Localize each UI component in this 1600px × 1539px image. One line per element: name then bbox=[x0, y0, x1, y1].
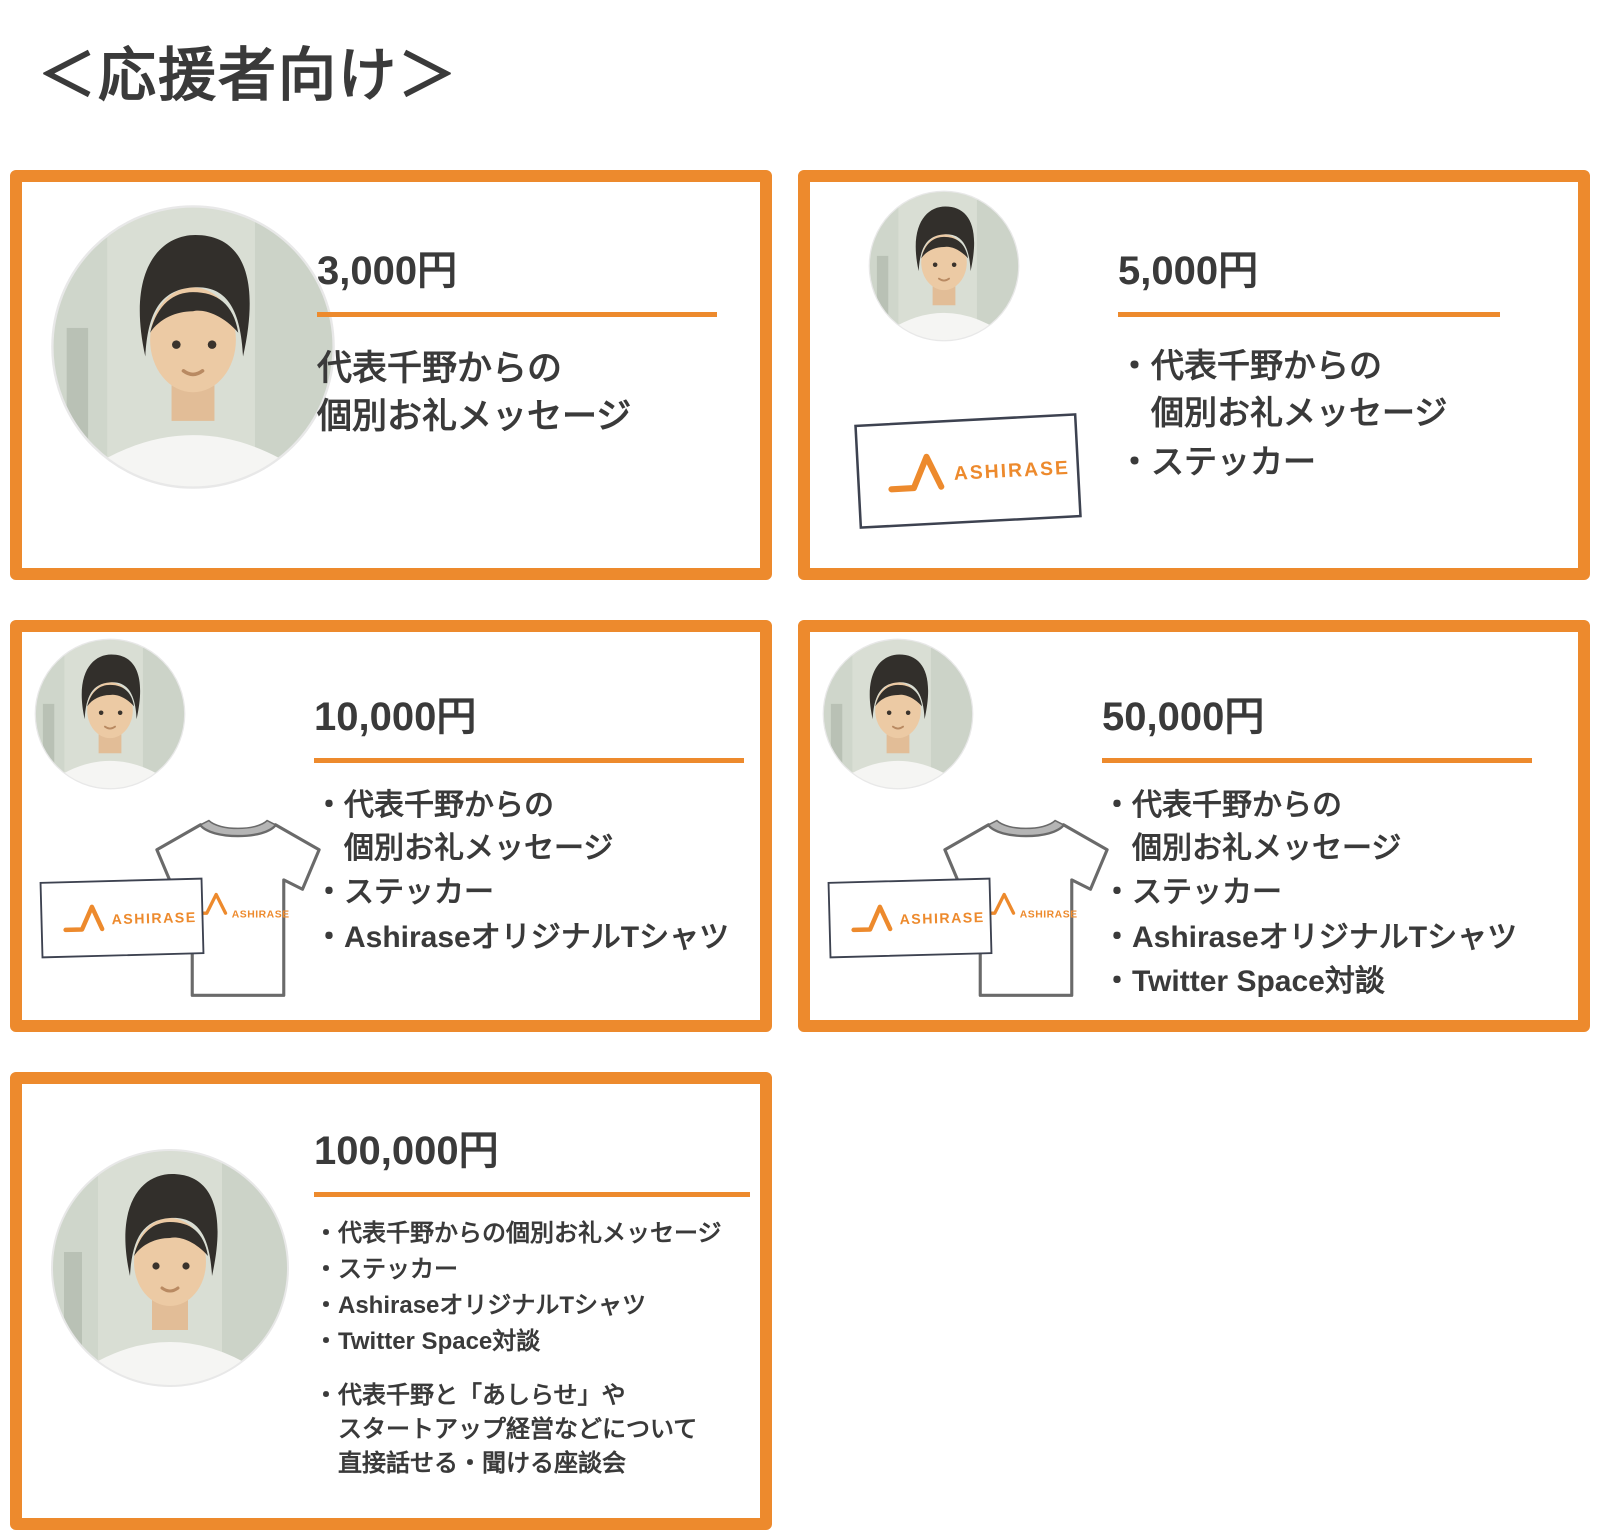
reward-text: 代表千野からの 個別お礼メッセージ bbox=[1132, 789, 1402, 865]
ashirase-sticker bbox=[853, 412, 1082, 530]
bullet-icon: ・ bbox=[1102, 965, 1132, 999]
bullet-icon: ・ bbox=[314, 1328, 338, 1356]
reward-list: 代表千野からの 個別お礼メッセージ bbox=[317, 345, 717, 442]
reward-item: ・代表千野からの 個別お礼メッセージ bbox=[1118, 343, 1500, 437]
reward-text: ステッカー bbox=[1132, 876, 1282, 910]
reward-card-5000: 5,000円 ・代表千野からの 個別お礼メッセージ・ステッカー bbox=[798, 170, 1590, 580]
tier-price: 10,000円 bbox=[314, 695, 477, 739]
bullet-icon: ・ bbox=[1118, 442, 1151, 480]
bullet-icon: ・ bbox=[1102, 876, 1132, 910]
bullet-icon: ・ bbox=[314, 1256, 338, 1284]
reward-card-3000: 3,000円 代表千野からの 個別お礼メッセージ bbox=[10, 170, 772, 580]
reward-card-50000: 50,000円 ・代表千野からの 個別お礼メッセージ・ステッカー・Ashiras… bbox=[798, 620, 1590, 1032]
bullet-icon: ・ bbox=[314, 1382, 338, 1410]
divider bbox=[1102, 758, 1532, 763]
reward-text: ステッカー bbox=[344, 876, 494, 910]
reward-item: ・代表千野と「あしらせ」や スタートアップ経営などについて 直接話せる・聞ける座… bbox=[314, 1379, 750, 1481]
extra-reward-list: ・代表千野と「あしらせ」や スタートアップ経営などについて 直接話せる・聞ける座… bbox=[314, 1379, 750, 1481]
reward-text: ステッカー bbox=[1151, 442, 1316, 480]
ashirase-sticker bbox=[827, 876, 993, 960]
ashirase-sticker bbox=[39, 876, 205, 960]
tier-price: 100,000円 bbox=[314, 1129, 499, 1173]
founder-photo bbox=[822, 638, 974, 790]
reward-item: ・代表千野からの 個別お礼メッセージ bbox=[314, 785, 744, 870]
bullet-icon: ・ bbox=[1102, 789, 1132, 822]
tier-info: 10,000円 ・代表千野からの 個別お礼メッセージ・ステッカー・Ashiras… bbox=[314, 684, 744, 959]
reward-text: 代表千野と「あしらせ」や スタートアップ経営などについて 直接話せる・聞ける座談… bbox=[338, 1382, 698, 1478]
reward-text: AshiraseオリジナルTシャツ bbox=[338, 1292, 647, 1320]
reward-text: 代表千野からの 個別お礼メッセージ bbox=[1151, 347, 1448, 431]
reward-item: ・代表千野からの個別お礼メッセージ bbox=[314, 1217, 750, 1251]
reward-text: Twitter Space対談 bbox=[338, 1328, 541, 1356]
reward-list: ・代表千野からの 個別お礼メッセージ・ステッカー・AshiraseオリジナルTシ… bbox=[1102, 785, 1532, 1004]
reward-item: ・AshiraseオリジナルTシャツ bbox=[314, 917, 744, 960]
tier-price: 50,000円 bbox=[1102, 695, 1265, 739]
reward-item: ・ステッカー bbox=[314, 1253, 750, 1287]
reward-item: ・AshiraseオリジナルTシャツ bbox=[314, 1289, 750, 1323]
tier-info: 5,000円 ・代表千野からの 個別お礼メッセージ・ステッカー bbox=[1118, 238, 1500, 486]
tier-info: 3,000円 代表千野からの 個別お礼メッセージ bbox=[317, 238, 717, 442]
founder-photo bbox=[50, 1148, 290, 1388]
reward-text: ステッカー bbox=[338, 1256, 458, 1284]
reward-list: ・代表千野からの 個別お礼メッセージ・ステッカー・AshiraseオリジナルTシ… bbox=[314, 785, 744, 959]
reward-item: ・ステッカー bbox=[1118, 439, 1500, 486]
founder-photo bbox=[50, 204, 336, 490]
reward-list: ・代表千野からの 個別お礼メッセージ・ステッカー bbox=[1118, 343, 1500, 486]
tier-price: 3,000円 bbox=[317, 249, 458, 293]
reward-card-100000: 100,000円 ・代表千野からの個別お礼メッセージ・ステッカー・Ashiras… bbox=[10, 1072, 772, 1530]
tier-info: 50,000円 ・代表千野からの 個別お礼メッセージ・ステッカー・Ashiras… bbox=[1102, 684, 1532, 1004]
bullet-icon: ・ bbox=[314, 1220, 338, 1247]
divider bbox=[317, 312, 717, 317]
reward-text: AshiraseオリジナルTシャツ bbox=[1132, 920, 1518, 954]
bullet-icon: ・ bbox=[1118, 347, 1151, 384]
bullet-icon: ・ bbox=[314, 789, 344, 822]
bullet-icon: ・ bbox=[314, 1292, 338, 1320]
reward-item: ・ステッカー bbox=[314, 872, 744, 915]
reward-item: ・ステッカー bbox=[1102, 872, 1532, 915]
bullet-icon: ・ bbox=[314, 920, 344, 954]
bullet-icon: ・ bbox=[314, 876, 344, 910]
reward-card-10000: 10,000円 ・代表千野からの 個別お礼メッセージ・ステッカー・Ashiras… bbox=[10, 620, 772, 1032]
reward-text: 代表千野からの 個別お礼メッセージ bbox=[344, 789, 614, 865]
reward-text: 代表千野からの個別お礼メッセージ bbox=[338, 1220, 722, 1247]
reward-list: ・代表千野からの個別お礼メッセージ・ステッカー・AshiraseオリジナルTシャ… bbox=[314, 1217, 750, 1359]
founder-photo bbox=[34, 638, 186, 790]
tier-info: 100,000円 ・代表千野からの個別お礼メッセージ・ステッカー・Ashiras… bbox=[314, 1118, 750, 1482]
divider bbox=[314, 758, 744, 763]
reward-item: ・Twitter Space対談 bbox=[1102, 961, 1532, 1004]
page-title: ＜応援者向け＞ bbox=[38, 43, 459, 108]
tier-price: 5,000円 bbox=[1118, 249, 1259, 293]
reward-item: ・Twitter Space対談 bbox=[314, 1325, 750, 1359]
divider bbox=[314, 1192, 750, 1197]
reward-text: Twitter Space対談 bbox=[1132, 965, 1385, 999]
bullet-icon: ・ bbox=[1102, 920, 1132, 954]
reward-text: AshiraseオリジナルTシャツ bbox=[344, 920, 730, 954]
divider bbox=[1118, 312, 1500, 317]
reward-item: ・AshiraseオリジナルTシャツ bbox=[1102, 917, 1532, 960]
founder-photo bbox=[868, 190, 1020, 342]
reward-item: 代表千野からの 個別お礼メッセージ bbox=[317, 349, 632, 437]
reward-item: ・代表千野からの 個別お礼メッセージ bbox=[1102, 785, 1532, 870]
